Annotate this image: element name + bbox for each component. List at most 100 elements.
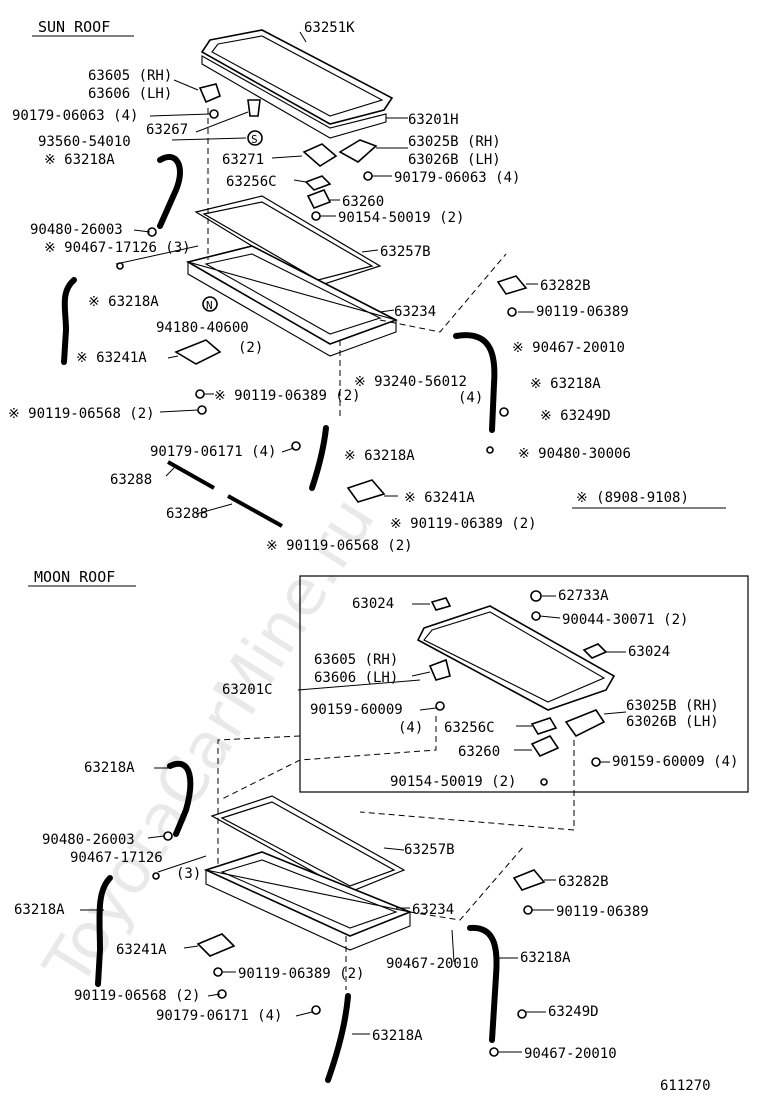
moonroof-housing	[203, 851, 413, 937]
label-63267: 63267	[146, 122, 188, 138]
label-90154-50019: 90154-50019 (2)	[338, 210, 464, 226]
moonroof-bolt-3	[523, 905, 533, 915]
label-63251k: 63251K	[304, 20, 355, 36]
label-63241a-1: ※ 63241A	[76, 350, 147, 366]
moonroof-pad-63024-b	[582, 643, 608, 659]
seal-63288-b	[227, 494, 283, 528]
sunroof-block-63256c	[304, 175, 332, 191]
moon-roof-leaders	[80, 595, 627, 1053]
label-63218a-moon-4: 63218A	[372, 1028, 423, 1044]
label-63257b-moon: 63257B	[404, 842, 455, 858]
label-94180-qty: (2)	[238, 340, 263, 356]
label-90467-20010-moon: 90467-20010	[386, 956, 479, 972]
label-63249d: ※ 63249D	[540, 408, 611, 424]
moonroof-guide-3	[359, 740, 575, 831]
bracket-bolt-3	[507, 307, 517, 317]
moonroof-bracket-63241a	[196, 933, 236, 957]
label-63218a-moon-2: 63218A	[14, 902, 65, 918]
label-63257b: 63257B	[380, 244, 431, 260]
sun-roof-title: SUN ROOF	[38, 18, 110, 36]
moonroof-housing-side	[205, 869, 411, 951]
label-90467-17126: ※ 90467-17126 (3)	[44, 240, 191, 256]
moonroof-bolt	[213, 967, 223, 977]
sunroof-clip-63267	[247, 99, 261, 117]
label-90119-06568-moon: 90119-06568 (2)	[74, 988, 200, 1004]
label-90159-qty: (4)	[398, 720, 423, 736]
label-63241a-moon: 63241A	[116, 942, 167, 958]
label-63282b-moon: 63282B	[558, 874, 609, 890]
moonroof-glass-inner	[423, 611, 606, 703]
assembly-guide-3	[379, 253, 507, 333]
label-90119-06568-b: ※ 90119-06568 (2)	[266, 538, 413, 554]
label-93240-56012: ※ 93240-56012	[354, 374, 467, 390]
label-94180-40600: 94180-40600	[156, 320, 249, 336]
label-90467-20010-moon-b: 90467-20010	[524, 1046, 617, 1062]
moonroof-guide-1	[217, 735, 301, 866]
sunroof-bracket-rh	[198, 83, 221, 104]
moonroof-clip-90467	[489, 1047, 499, 1057]
hose-clip-90480	[486, 446, 494, 454]
label-90179-06063: 90179-06063 (4)	[12, 108, 138, 124]
label-63201h: 63201H	[408, 112, 459, 128]
label-63605-rh-moon: 63605 (RH)	[314, 652, 398, 668]
seal-63288-a	[167, 460, 215, 490]
moonroof-guide-4	[409, 845, 525, 921]
label-90480-30006: ※ 90480-30006	[518, 446, 631, 462]
s-marker-circle	[247, 130, 263, 146]
label-63218a-3: ※ 63218A	[530, 376, 601, 392]
label-63241a-2: ※ 63241A	[404, 490, 475, 506]
label-90159-60009-b: 90159-60009 (4)	[612, 754, 738, 770]
label-63026b-lh-moon: 63026B (LH)	[626, 714, 719, 730]
label-63218a-1: ※ 63218A	[44, 152, 115, 168]
drain-hose-rear-right	[309, 425, 329, 491]
moon-roof-title: MOON ROOF	[34, 568, 115, 586]
s-marker-label: S	[251, 133, 258, 146]
label-90179-06063-b: 90179-06063 (4)	[394, 170, 520, 186]
sunroof-block-63260	[306, 188, 332, 210]
moonroof-pad-63024-a	[430, 597, 452, 611]
sunroof-housing-opening	[204, 253, 382, 335]
label-63606-lh-moon: 63606 (LH)	[314, 670, 398, 686]
bracket-bolt-2	[197, 405, 207, 415]
label-63218a-moon-1: 63218A	[84, 760, 135, 776]
label-90119-06389: 90119-06389	[536, 304, 629, 320]
label-63026b-lh: 63026B (LH)	[408, 152, 501, 168]
label-90179-06171-moon: 90179-06171 (4)	[156, 1008, 282, 1024]
sunroof-housing-side	[187, 261, 397, 357]
sunroof-glass-inner-edge	[211, 35, 384, 117]
drain-hose-front-right	[453, 332, 498, 433]
sunroof-guide-63271	[302, 143, 338, 167]
label-90467-17126-moon: 90467-17126	[70, 850, 163, 866]
label-63282b: 63282B	[540, 278, 591, 294]
moonroof-bracket	[428, 658, 451, 681]
moonroof-guide-2	[219, 716, 437, 801]
moonroof-bolt-90179	[311, 1005, 321, 1015]
label-90480-26003: 90480-26003	[30, 222, 123, 238]
moon-roof-labels: 62733A 63024 90044-30071 (2) 63024 63605…	[14, 588, 738, 1062]
sun-roof-leaders	[115, 31, 538, 515]
moonroof-glass	[416, 605, 616, 711]
moonroof-hose-front-right	[467, 924, 500, 1043]
label-93560-54010: 93560-54010	[38, 134, 131, 150]
moon-roof-glass-inset-box	[299, 575, 749, 793]
label-63025b-rh-moon: 63025B (RH)	[626, 698, 719, 714]
label-63606-lh: 63606 (LH)	[88, 86, 172, 102]
label-63024-a: 63024	[352, 596, 394, 612]
sun-roof-drawing: S N	[61, 29, 528, 528]
sun-roof-labels: 63251K 63605 (RH) 63606 (LH) 90179-06063…	[8, 20, 726, 554]
label-63249d-moon: 63249D	[548, 1004, 599, 1020]
sunroof-bolt	[209, 109, 219, 119]
label-63218a-2: ※ 63218A	[88, 294, 159, 310]
label-90119-06389-c: ※ 90119-06389 (2)	[390, 516, 537, 532]
moonroof-screw-2	[591, 757, 601, 767]
sunroof-glass-frame	[201, 55, 387, 139]
label-63201c: 63201C	[222, 682, 273, 698]
label-63271: 63271	[222, 152, 264, 168]
moonroof-block-63256c	[530, 717, 558, 735]
drain-hose-front-left	[157, 154, 183, 229]
moonroof-hinge	[564, 709, 606, 738]
moonroof-weatherstrip	[210, 795, 406, 893]
label-90119-06389-b: ※ 90119-06389 (2)	[214, 388, 361, 404]
sunroof-bracket-rear	[346, 479, 386, 503]
